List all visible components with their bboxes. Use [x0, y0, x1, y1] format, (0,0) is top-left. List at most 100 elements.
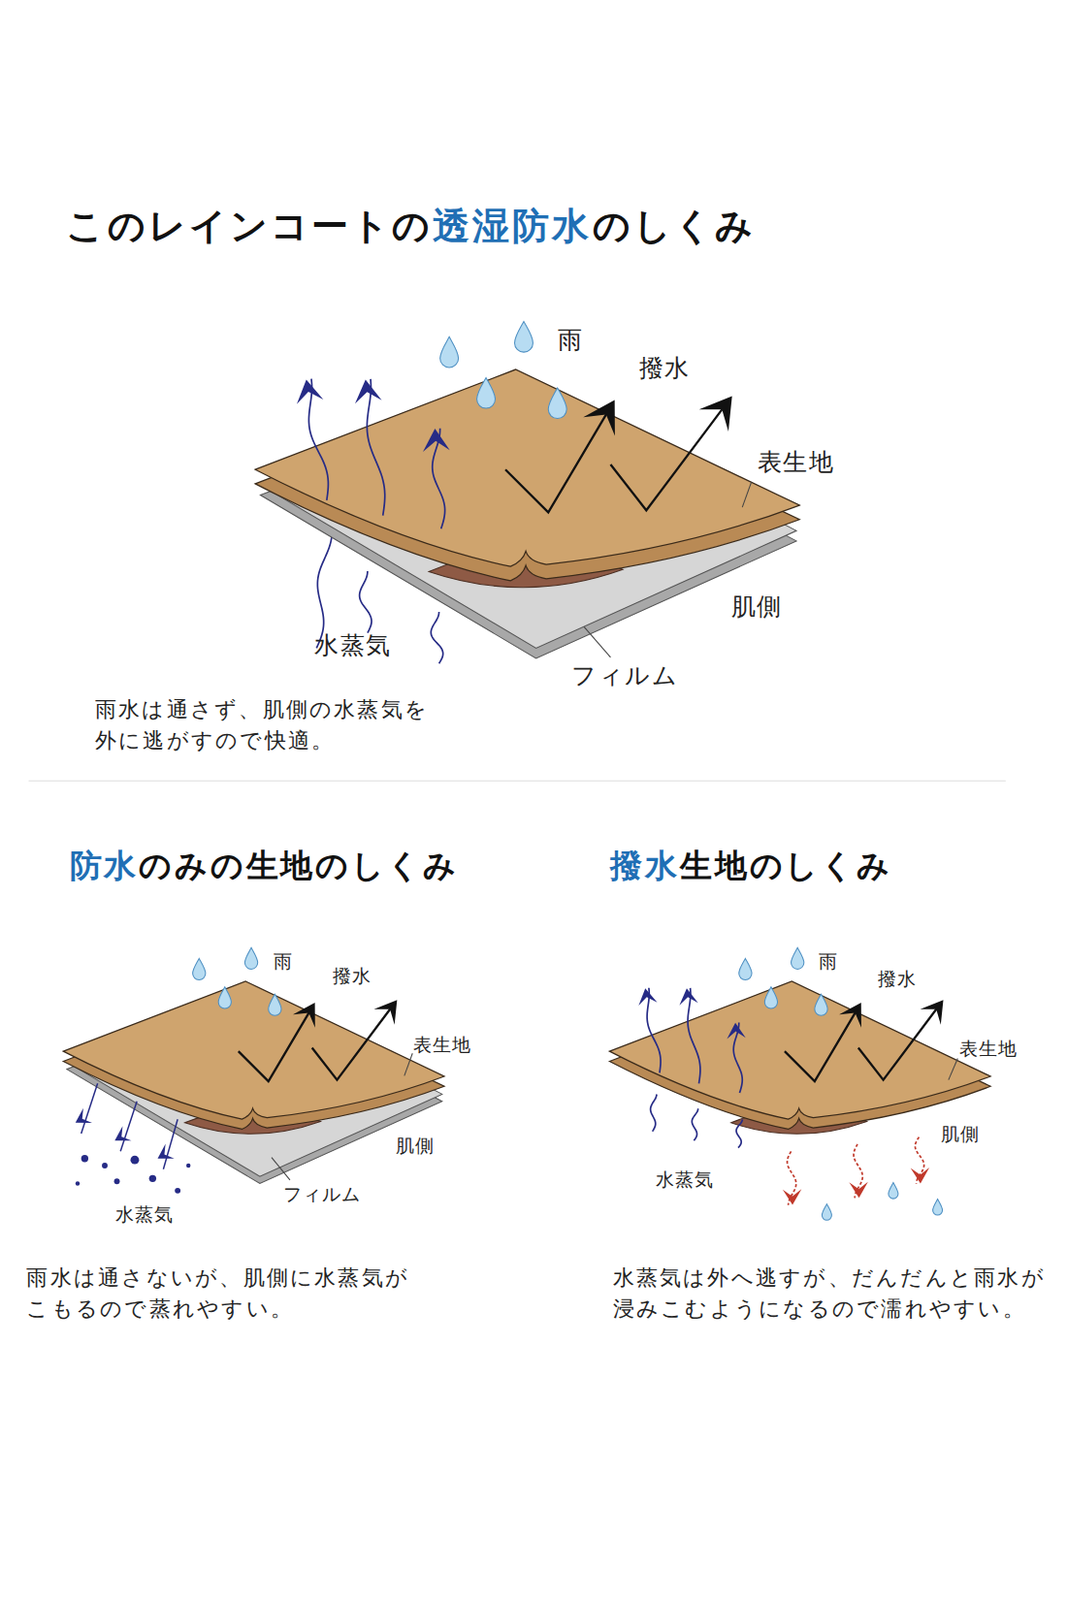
vapor-line [162, 1119, 178, 1170]
label-wrap: 水蒸気 [314, 627, 391, 664]
main-title: このレインコートの透湿防水のしくみ [65, 201, 756, 253]
fabric-illustration [609, 947, 991, 1221]
rain-drop [791, 947, 805, 970]
rain-drop [933, 1199, 943, 1217]
heading-part: 防水 [69, 847, 140, 885]
rain-drop [477, 377, 496, 409]
label-wrap: 撥水 [877, 966, 917, 993]
heading-part: のしくみ [592, 205, 756, 248]
arrow-head [726, 1023, 745, 1040]
label-wrap: 撥水 [639, 351, 691, 388]
label-wrap: フィルム [571, 658, 678, 695]
rain-drop [821, 1204, 832, 1222]
arrow-head [782, 1189, 802, 1205]
vapor-line [430, 612, 443, 664]
vapor-dot [114, 1178, 121, 1185]
arrow-head [75, 1108, 93, 1124]
rain-drop [193, 958, 206, 980]
arrow-head [582, 400, 615, 437]
fabric-top [255, 369, 800, 567]
caption-text: 水蒸気は外へ逃すが、だんだんと雨水が 浸みこむようになるので濡れやすい。 [613, 1262, 1048, 1326]
label-wrap: 雨水は通さず、肌側の水蒸気を 外に逃がすので快適。 [95, 694, 436, 757]
arrow-head [848, 1182, 868, 1198]
rain-drop [548, 388, 567, 420]
label-wrap: 雨 [818, 948, 839, 975]
section-heading: 防水のみの生地のしくみ [69, 842, 459, 889]
vapor-line [687, 988, 701, 1084]
fabric-top [609, 981, 991, 1120]
rain-drop [440, 336, 459, 368]
repel-arrow [238, 1008, 312, 1082]
leader-line [404, 1053, 413, 1076]
vapor-dot [149, 1175, 157, 1183]
label-wrap: 水蒸気 [655, 1166, 714, 1194]
rain-drop [268, 994, 282, 1016]
vapor-line [366, 379, 385, 517]
label-wrap: 撥水 [332, 963, 372, 990]
vapor-line [691, 1108, 698, 1141]
vapor-line [120, 1101, 137, 1153]
leader-line [583, 626, 611, 658]
part-label: 水蒸気 [314, 627, 391, 664]
vapor-line [359, 571, 372, 634]
fabric-illustration [255, 322, 800, 665]
part-label: 撥水 [877, 966, 917, 993]
part-label: 撥水 [332, 963, 372, 990]
arrow-head [114, 1126, 131, 1141]
divider-line [28, 780, 1005, 782]
part-label: 雨 [557, 323, 583, 359]
arrow-head [920, 1000, 944, 1026]
rain-drop [218, 987, 231, 1009]
caption-text: 雨水は通さず、肌側の水蒸気を 外に逃がすので快適。 [95, 694, 436, 757]
fabric-top [63, 981, 445, 1120]
label-wrap: 表生地 [413, 1032, 472, 1059]
part-label: フィルム [571, 658, 678, 695]
label-wrap: 撥水生地のしくみ [610, 842, 893, 889]
label-wrap: 雨 [273, 948, 293, 975]
leader-line [742, 482, 751, 508]
arrow-head [910, 1167, 930, 1185]
vapor-line [650, 1095, 657, 1132]
vapor-dot [174, 1188, 181, 1195]
title-wrap: このレインコートの透湿防水のしくみ [65, 201, 756, 253]
part-label: 水蒸気 [115, 1201, 174, 1229]
part-label: 表生地 [959, 1035, 1018, 1063]
label-wrap: 雨 [557, 323, 583, 359]
arrow-head [292, 1002, 316, 1029]
arrow-head [679, 988, 698, 1005]
heading-part: 透湿防水 [432, 205, 592, 248]
part-label: 肌側 [731, 588, 783, 625]
arrow-head [158, 1144, 175, 1160]
arrow-head [638, 988, 657, 1006]
section-heading: 撥水生地のしくみ [610, 842, 893, 889]
vapor-dot [81, 1155, 89, 1163]
label-wrap: 肌側 [940, 1121, 980, 1148]
label-wrap: 防水のみの生地のしくみ [69, 842, 459, 889]
fabric-illustration [63, 947, 445, 1194]
rain-drop [244, 947, 258, 970]
part-label: 水蒸気 [655, 1166, 714, 1194]
arrow-head [422, 428, 451, 453]
part-label: 肌側 [395, 1132, 435, 1160]
repel-arrow [312, 1005, 393, 1081]
part-label: フィルム [283, 1181, 361, 1208]
vapor-dot [101, 1163, 108, 1169]
part-label: 雨 [818, 948, 839, 975]
arrow-head [699, 395, 733, 432]
vapor-line [81, 1083, 98, 1134]
vapor-dot [186, 1164, 191, 1168]
label-wrap: 肌側 [731, 588, 783, 625]
label-wrap: 水蒸気は外へ逃すが、だんだんと雨水が 浸みこむようになるので濡れやすい。 [613, 1262, 1048, 1326]
vapor-dot [75, 1181, 80, 1186]
label-wrap: 肌側 [395, 1132, 435, 1160]
rain-drop [515, 322, 534, 354]
rain-drop [814, 994, 828, 1016]
part-label: 表生地 [757, 445, 835, 482]
part-label: 表生地 [413, 1032, 472, 1059]
repel-arrow [784, 1008, 858, 1082]
repel-arrow [505, 409, 610, 514]
part-label: 撥水 [639, 351, 691, 388]
vapor-dot [130, 1156, 140, 1165]
arrow-head [373, 1000, 397, 1026]
